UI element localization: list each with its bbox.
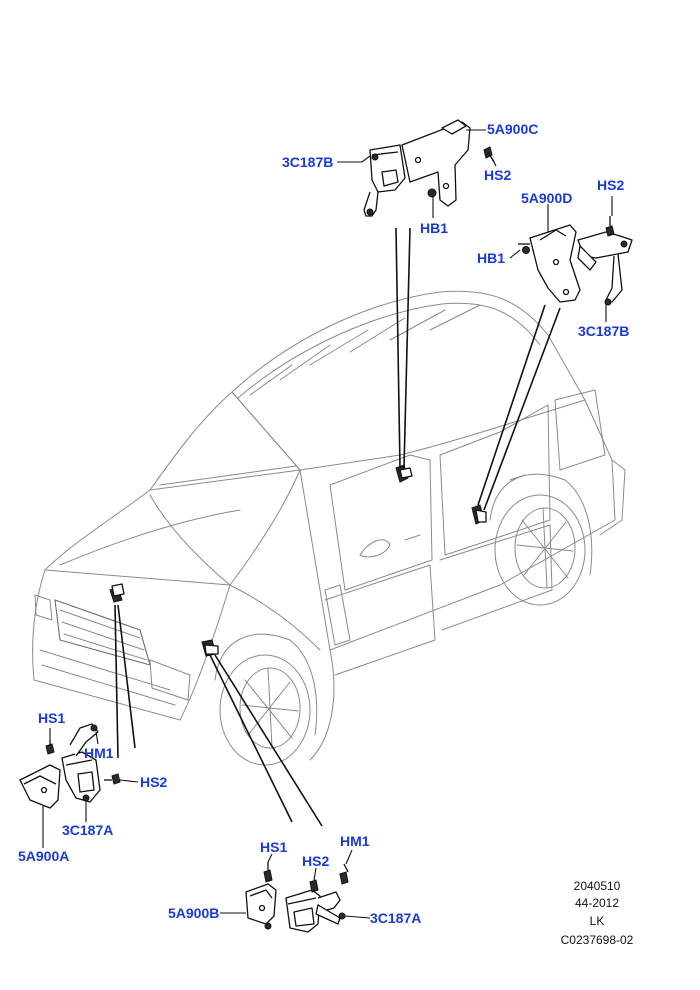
label-3c187a-front-right: 3C187A (370, 910, 421, 926)
label-hm1-front-right: HM1 (340, 833, 370, 849)
label-hs2-front-left: HS2 (140, 774, 167, 790)
label-hs2-front-right: HS2 (302, 853, 329, 869)
label-5a900a-front-left: 5A900A (18, 848, 69, 864)
illustration-ref: C0237698-02 (561, 933, 634, 947)
illustration-code: 2040510 (574, 879, 621, 893)
sensor-assembly-top (363, 119, 495, 217)
vehicle-outline (32, 290, 626, 766)
label-3c187b-right: 3C187B (578, 323, 629, 339)
label-hs1-front-left: HS1 (38, 710, 65, 726)
sensor-assembly-front-left (19, 723, 121, 809)
label-hs2-top: HS2 (484, 167, 511, 183)
label-5a900d-right: 5A900D (521, 190, 572, 206)
label-5a900c-top: 5A900C (487, 121, 538, 137)
leader-lines (42, 129, 613, 919)
label-3c187b-top: 3C187B (282, 154, 333, 170)
label-hs1-front-right: HS1 (260, 839, 287, 855)
illustration-date: 44-2012 (575, 896, 619, 910)
label-hs2-right: HS2 (597, 177, 624, 193)
label-hm1-front-left: HM1 (84, 745, 114, 761)
sensor-assembly-front-right (245, 862, 349, 933)
callout-labels: 5A900C 3C187B HS2 HB1 HS2 5A900D HB1 3C1… (18, 121, 629, 926)
sensor-assembly-right (518, 216, 633, 306)
label-hb1-right: HB1 (477, 250, 505, 266)
illustration-initials: LK (590, 914, 605, 928)
sensor-location-rear-right (471, 504, 487, 525)
sensor-location-front-right (201, 639, 219, 657)
label-3c187a-front-left: 3C187A (62, 822, 113, 838)
sensor-location-front-left (109, 583, 125, 603)
illustration-reference: 2040510 44-2012 LK C0237698-02 (561, 879, 634, 947)
pointer-lines (114, 227, 561, 827)
sensor-location-rear-left (395, 464, 413, 483)
label-5a900b-front-right: 5A900B (168, 905, 219, 921)
label-hb1-top: HB1 (420, 220, 448, 236)
